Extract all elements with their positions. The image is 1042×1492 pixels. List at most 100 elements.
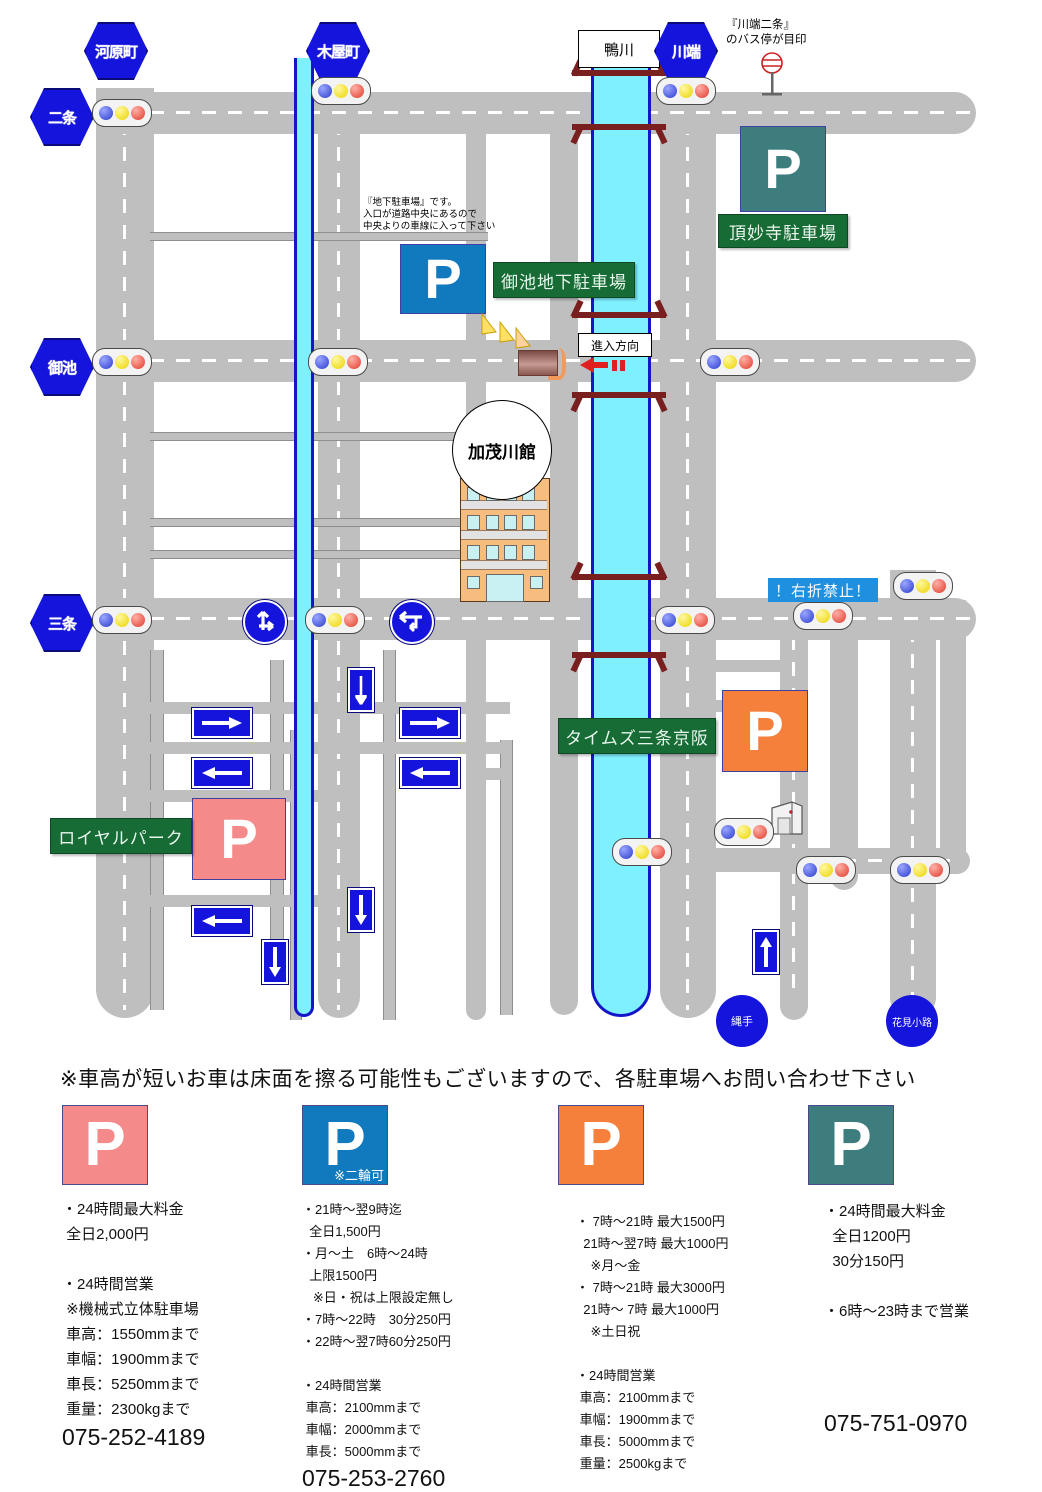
legend-phone-chomyoji: 075-751-0970	[824, 1410, 968, 1436]
legend-column-oike-underground: P ※二輪可 ・21時～翌9時迄 全日1,500円 ・月～土 6時～24時 上限…	[302, 1105, 552, 1492]
sign-oneway-down	[262, 940, 288, 984]
plate-label: 御池地下駐車場	[501, 272, 627, 292]
building-floor-band	[461, 560, 547, 570]
legend-p-chomyoji: P	[808, 1105, 894, 1185]
road-east-vertical-b	[830, 630, 858, 890]
hotel-name-balloon: 加茂川館	[452, 400, 552, 500]
traffic-light	[793, 602, 853, 630]
sign-kawabata: 川端	[654, 22, 718, 80]
bridge-a	[570, 124, 668, 145]
traffic-light	[311, 77, 371, 105]
sign-hanamikoji: 花見小路	[886, 995, 938, 1047]
parking-entrance-curve	[548, 348, 566, 380]
building-window	[530, 576, 543, 589]
traffic-light	[796, 856, 856, 884]
sign-nawate: 縄手	[716, 995, 768, 1047]
building-floor-band	[461, 530, 547, 540]
river-label-box: 鴨川	[578, 30, 660, 68]
banner-label: ！右折禁止！	[774, 582, 871, 600]
bridge-oike-south	[570, 392, 668, 413]
road-minor-horizontal-m	[716, 660, 786, 672]
sign-label: 河原町	[94, 43, 138, 61]
building-window	[467, 515, 480, 530]
building-window	[486, 545, 499, 560]
p-letter: P	[764, 137, 802, 200]
entrance-marker-flags	[480, 312, 542, 357]
sign-oneway-left	[192, 906, 252, 936]
road-centerline	[911, 576, 914, 1006]
p-letter: P	[424, 247, 462, 310]
building-entrance	[486, 574, 524, 602]
traffic-light	[92, 606, 152, 634]
entrance-arrow-icon	[580, 356, 632, 379]
police-box-icon	[770, 800, 804, 841]
road-east-vertical-d	[940, 600, 966, 860]
traffic-light	[714, 818, 774, 846]
traffic-light	[308, 348, 368, 376]
building-window	[522, 515, 535, 530]
legend-phone-oike-underground: 075-253-2760	[302, 1465, 446, 1491]
plate-label: タイムズ三条京阪	[565, 728, 709, 748]
traffic-light	[92, 99, 152, 127]
p-letter: P	[220, 807, 258, 870]
road-kamogawa-west-vertical	[550, 110, 578, 1015]
sign-nijo: 二条	[30, 88, 94, 146]
parking-marker-times-sanjo-keihan: P	[722, 690, 808, 772]
bus-stop-icon	[752, 52, 792, 103]
building-window	[486, 515, 499, 530]
building-window	[504, 515, 517, 530]
sign-oike: 御池	[30, 338, 94, 396]
road-minor-horizontal-d	[150, 550, 488, 559]
traffic-light	[700, 348, 760, 376]
legend-column-royal-park: P ・24時間最大料金 全日2,000円 ・24時間営業 ※機械式立体駐車場 車…	[62, 1105, 292, 1451]
legend-p-times-sanjo-keihan: P	[558, 1105, 644, 1185]
sign-straight-right-arrow	[243, 600, 287, 644]
road-centerline	[790, 859, 950, 862]
road-minor-horizontal-l	[466, 768, 506, 780]
underground-parking-note: 『地下駐車場』です。 入口が道路中央にあるので 中央よりの車線に入って下さい	[363, 197, 496, 232]
traffic-light	[92, 348, 152, 376]
building-window	[522, 545, 535, 560]
sign-sanjo: 三条	[30, 594, 94, 652]
traffic-light	[655, 606, 715, 634]
traffic-light	[656, 77, 716, 105]
legend-details-oike-underground: ・21時～翌9時迄 全日1,500円 ・月～土 6時～24時 上限1500円 ※…	[302, 1202, 454, 1459]
building-window	[504, 545, 517, 560]
legend-motorcycle-note: ※二輪可	[334, 1168, 384, 1183]
parking-marker-royal-park: P	[192, 798, 286, 880]
plate-label: ロイヤルパーク	[58, 828, 184, 848]
sign-left-turn-arrow	[390, 600, 434, 644]
sign-oneway-right	[192, 708, 252, 738]
entrance-direction-label: 進入方向	[578, 333, 652, 357]
parking-label-royal-park: ロイヤルパーク	[50, 818, 192, 854]
legend-warning-text: ※車高が短いお車は床面を擦る可能性もございますので、各駐車場へお問い合わせ下さい	[60, 1068, 916, 1091]
sign-label: 二条	[47, 109, 77, 127]
sign-oneway-right	[400, 708, 460, 738]
p-letter: P	[580, 1110, 622, 1179]
parking-label-oike-underground: 御池地下駐車場	[493, 262, 635, 298]
traffic-light	[305, 606, 365, 634]
traffic-light	[890, 856, 950, 884]
p-letter: P	[84, 1110, 126, 1179]
sign-oneway-left	[192, 758, 252, 788]
bus-stop-note: 『川端二条』 のバス停が目印	[726, 19, 807, 46]
sign-kiyamachi: 木屋町	[306, 22, 370, 80]
legend-details-chomyoji: ・24時間最大料金 全日1200円 30分150円 ・6時～23時まで営業	[824, 1203, 970, 1320]
legend-column-chomyoji: P ・24時間最大料金 全日1200円 30分150円 ・6時～23時まで営業 …	[808, 1105, 1038, 1437]
sign-label: 三条	[47, 615, 77, 633]
parking-marker-chomyoji: P	[740, 126, 826, 212]
river-label: 鴨川	[603, 41, 634, 59]
legend-column-times-sanjo-keihan: P ・ 7時～21時 最大1500円 21時～翌7時 最大1000円 ※月～金 …	[558, 1105, 814, 1477]
plate-label: 頂妙寺駐車場	[729, 223, 837, 243]
parking-marker-oike-underground: P	[400, 244, 486, 314]
road-minor-horizontal-c	[150, 518, 488, 527]
legend-details-royal-park: ・24時間最大料金 全日2,000円 ・24時間営業 ※機械式立体駐車場 車高：…	[62, 1201, 200, 1418]
sign-label: 木屋町	[316, 43, 360, 61]
bridge-oike-north	[570, 299, 668, 320]
p-letter: P	[830, 1110, 872, 1179]
takasegawa-canal	[294, 58, 314, 1017]
sign-label: 花見小路	[892, 1017, 932, 1029]
bridge-sanjo-south	[570, 652, 668, 673]
legend-p-royal-park: P	[62, 1105, 148, 1185]
road-minor-horizontal-k	[466, 742, 506, 754]
